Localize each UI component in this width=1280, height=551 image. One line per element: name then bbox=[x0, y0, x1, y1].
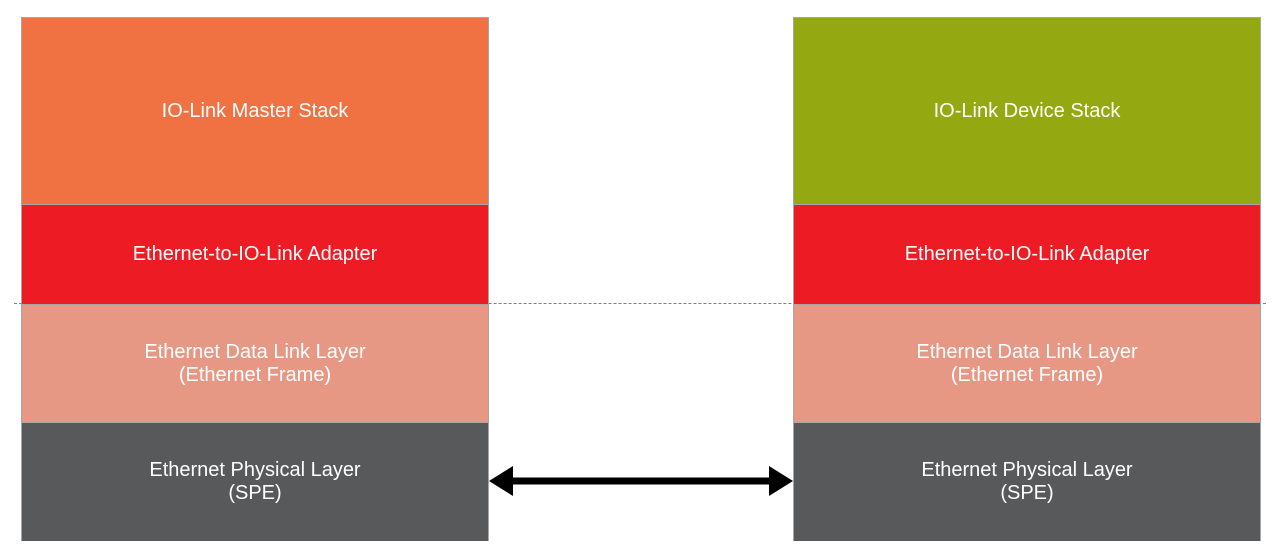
master-adapter-block: Ethernet-to-IO-Link Adapter bbox=[22, 204, 488, 304]
master-physical-block: Ethernet Physical Layer (SPE) bbox=[22, 422, 488, 541]
master-stack-block: IO-Link Master Stack bbox=[22, 18, 488, 204]
master-data-link-block: Ethernet Data Link Layer (Ethernet Frame… bbox=[22, 304, 488, 422]
io-link-master-stack: IO-Link Master Stack Ethernet-to-IO-Link… bbox=[21, 17, 489, 541]
device-stack-block: IO-Link Device Stack bbox=[794, 18, 1260, 204]
device-adapter-block: Ethernet-to-IO-Link Adapter bbox=[794, 204, 1260, 304]
device-physical-label: Ethernet Physical Layer (SPE) bbox=[921, 459, 1133, 504]
device-adapter-label: Ethernet-to-IO-Link Adapter bbox=[904, 243, 1150, 265]
master-physical-label: Ethernet Physical Layer (SPE) bbox=[149, 459, 361, 504]
layer-divider-dashed-line bbox=[14, 303, 1266, 304]
master-adapter-label: Ethernet-to-IO-Link Adapter bbox=[132, 243, 378, 265]
master-data-link-label: Ethernet Data Link Layer (Ethernet Frame… bbox=[144, 340, 366, 386]
master-stack-label: IO-Link Master Stack bbox=[161, 99, 349, 122]
arrow-head-right bbox=[769, 466, 793, 496]
arrow-head-left bbox=[489, 466, 513, 496]
device-data-link-label: Ethernet Data Link Layer (Ethernet Frame… bbox=[916, 340, 1138, 386]
device-stack-label: IO-Link Device Stack bbox=[933, 99, 1121, 122]
bidirectional-arrow-icon bbox=[489, 466, 793, 496]
device-data-link-block: Ethernet Data Link Layer (Ethernet Frame… bbox=[794, 304, 1260, 422]
device-physical-block: Ethernet Physical Layer (SPE) bbox=[794, 422, 1260, 541]
io-link-device-stack: IO-Link Device Stack Ethernet-to-IO-Link… bbox=[793, 17, 1261, 541]
